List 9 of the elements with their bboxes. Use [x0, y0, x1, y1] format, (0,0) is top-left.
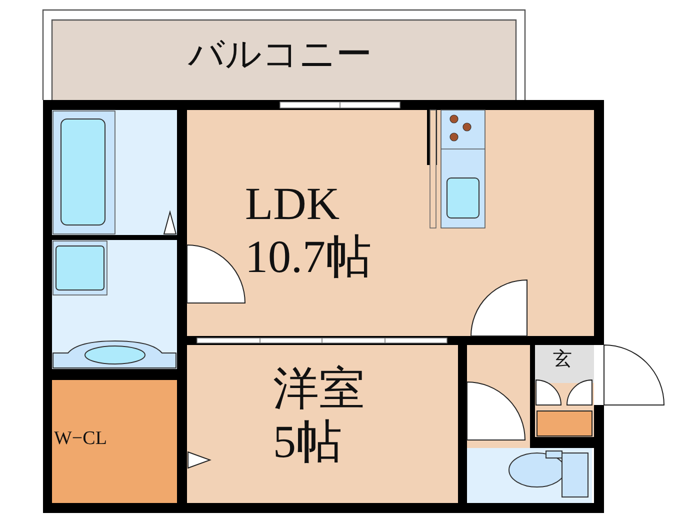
room-area [187, 345, 458, 503]
entrance-area [533, 345, 594, 383]
room-label: 玄 [553, 349, 573, 371]
closet-area [52, 380, 177, 503]
room-label: バルコニー [187, 34, 373, 76]
room-label: W−CL [54, 428, 108, 450]
room-label: 洋室 5帖 [273, 363, 366, 469]
balcony-area [52, 20, 516, 100]
room-label: LDK 10.7帖 [245, 178, 372, 284]
